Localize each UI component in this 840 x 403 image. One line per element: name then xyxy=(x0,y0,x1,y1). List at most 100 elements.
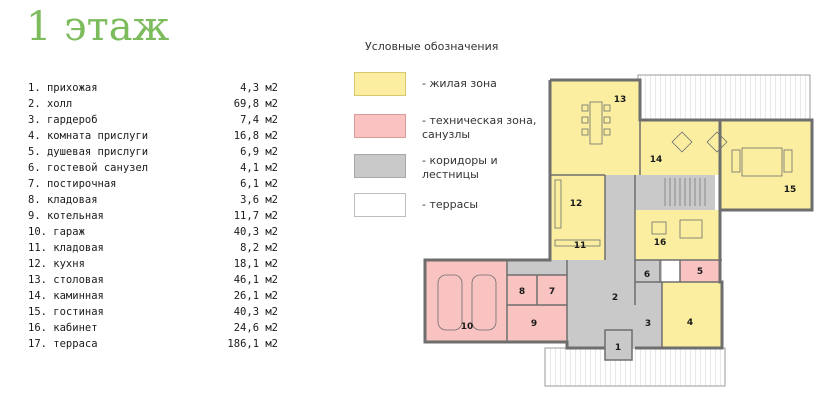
servant-shower xyxy=(680,260,720,282)
room-row: 6. гостевой санузел 4,1 м2 xyxy=(28,160,278,176)
room-name: 17. терраса xyxy=(28,338,98,350)
legend-item-corridor: - коридоры и лестницы xyxy=(354,154,542,182)
label-3: 3 xyxy=(645,319,651,329)
room-area: 3,6 м2 xyxy=(240,194,278,206)
terrace-bottom xyxy=(544,347,726,387)
room-name: 15. гостиная xyxy=(28,306,104,318)
room-name: 11. кладовая xyxy=(28,242,104,254)
boiler-room xyxy=(507,305,567,342)
laundry xyxy=(537,275,567,305)
room-area: 18,1 м2 xyxy=(233,258,278,270)
room-name: 16. кабинет xyxy=(28,322,98,334)
room-area: 16,8 м2 xyxy=(233,130,278,142)
label-14: 14 xyxy=(650,155,663,165)
study xyxy=(635,210,720,260)
label-11: 11 xyxy=(574,241,587,251)
garage-corridor xyxy=(507,260,567,275)
room-name: 10. гараж xyxy=(28,226,85,238)
hall-corridor xyxy=(605,175,635,260)
room-area: 69,8 м2 xyxy=(233,98,278,110)
room-name: 14. каминная xyxy=(28,290,104,302)
room-name: 12. кухня xyxy=(28,258,85,270)
label-8: 8 xyxy=(519,287,525,297)
servant-room xyxy=(662,282,722,347)
label-12: 12 xyxy=(570,199,583,209)
room-area: 6,1 м2 xyxy=(240,178,278,190)
room-area: 46,1 м2 xyxy=(233,274,278,286)
room-area: 11,7 м2 xyxy=(233,210,278,222)
room-area: 6,9 м2 xyxy=(240,146,278,158)
legend-title: Условные обозначения xyxy=(365,40,499,53)
legend-item-living: - жилая зона xyxy=(354,72,542,96)
label-1: 1 xyxy=(615,343,621,353)
legend-label: - техническая зона, санузлы xyxy=(422,114,537,141)
label-2: 2 xyxy=(612,293,618,303)
room-row: 16. кабинет 24,6 м2 xyxy=(28,320,278,336)
room-name: 7. постирочная xyxy=(28,178,117,190)
legend-label: - коридоры и лестницы xyxy=(422,154,498,181)
entrance xyxy=(605,330,632,360)
room-row: 17. терраса 186,1 м2 xyxy=(28,336,278,352)
room-area: 186,1 м2 xyxy=(227,338,278,350)
label-4: 4 xyxy=(687,318,693,328)
living-room xyxy=(720,120,812,210)
room-area: 40,3 м2 xyxy=(233,226,278,238)
room-row: 12. кухня 18,1 м2 xyxy=(28,256,278,272)
legend-item-terrace: - террасы xyxy=(354,193,542,217)
legend-swatch-corridor xyxy=(354,154,406,178)
legend-label: - жилая зона xyxy=(422,77,497,90)
label-6: 6 xyxy=(644,270,650,280)
room-row: 11. кладовая 8,2 м2 xyxy=(28,240,278,256)
label-7: 7 xyxy=(549,287,555,297)
storage-11 xyxy=(550,235,605,260)
room-name: 5. душевая прислуги xyxy=(28,146,149,158)
legend-swatch-technical xyxy=(354,114,406,138)
room-name: 9. котельная xyxy=(28,210,104,222)
room-name: 8. кладовая xyxy=(28,194,98,206)
room-row: 13. столовая 46,1 м2 xyxy=(28,272,278,288)
floor-plan: 1 2 3 4 5 6 7 8 9 10 11 12 13 14 15 16 xyxy=(423,74,814,387)
room-row: 10. гараж 40,3 м2 xyxy=(28,224,278,240)
room-row: 7. постирочная 6,1 м2 xyxy=(28,176,278,192)
room-row: 2. холл 69,8 м2 xyxy=(28,96,278,112)
room-name: 6. гостевой санузел xyxy=(28,162,149,174)
legend-swatch-terrace xyxy=(354,193,406,217)
kitchen xyxy=(550,175,605,235)
terrace-top xyxy=(637,74,811,126)
walls xyxy=(423,78,814,361)
label-10: 10 xyxy=(461,322,474,332)
room-area: 40,3 м2 xyxy=(233,306,278,318)
room-name: 3. гардероб xyxy=(28,114,98,126)
room-area: 8,2 м2 xyxy=(240,242,278,254)
room-row: 5. душевая прислуги 6,9 м2 xyxy=(28,144,278,160)
legend-item-technical: - техническая зона, санузлы xyxy=(354,114,542,142)
fireplace-room xyxy=(550,120,720,175)
room-row: 8. кладовая 3,6 м2 xyxy=(28,192,278,208)
legend-label: - террасы xyxy=(422,198,479,211)
room-row: 15. гостиная 40,3 м2 xyxy=(28,304,278,320)
page-title: 1 этаж xyxy=(26,4,170,50)
room-name: 13. столовая xyxy=(28,274,104,286)
wardrobe xyxy=(635,305,662,348)
room-name: 4. комната прислуги xyxy=(28,130,149,142)
label-9: 9 xyxy=(531,319,537,329)
room-name: 1. прихожая xyxy=(28,82,98,94)
label-16: 16 xyxy=(654,238,667,248)
furniture xyxy=(437,101,793,331)
storage-8 xyxy=(507,275,537,305)
room-name: 2. холл xyxy=(28,98,73,110)
room-row: 4. комната прислуги 16,8 м2 xyxy=(28,128,278,144)
room-labels: 1 2 3 4 5 6 7 8 9 10 11 12 13 14 15 16 xyxy=(461,95,797,353)
room-area: 4,1 м2 xyxy=(240,162,278,174)
room-row: 14. каминная 26,1 м2 xyxy=(28,288,278,304)
stairs xyxy=(664,178,706,206)
room-row: 9. котельная 11,7 м2 xyxy=(28,208,278,224)
room-area: 7,4 м2 xyxy=(240,114,278,126)
room-area: 24,6 м2 xyxy=(233,322,278,334)
room-row: 3. гардероб 7,4 м2 xyxy=(28,112,278,128)
label-5: 5 xyxy=(697,267,703,277)
room-area: 26,1 м2 xyxy=(233,290,278,302)
legend-swatch-living xyxy=(354,72,406,96)
